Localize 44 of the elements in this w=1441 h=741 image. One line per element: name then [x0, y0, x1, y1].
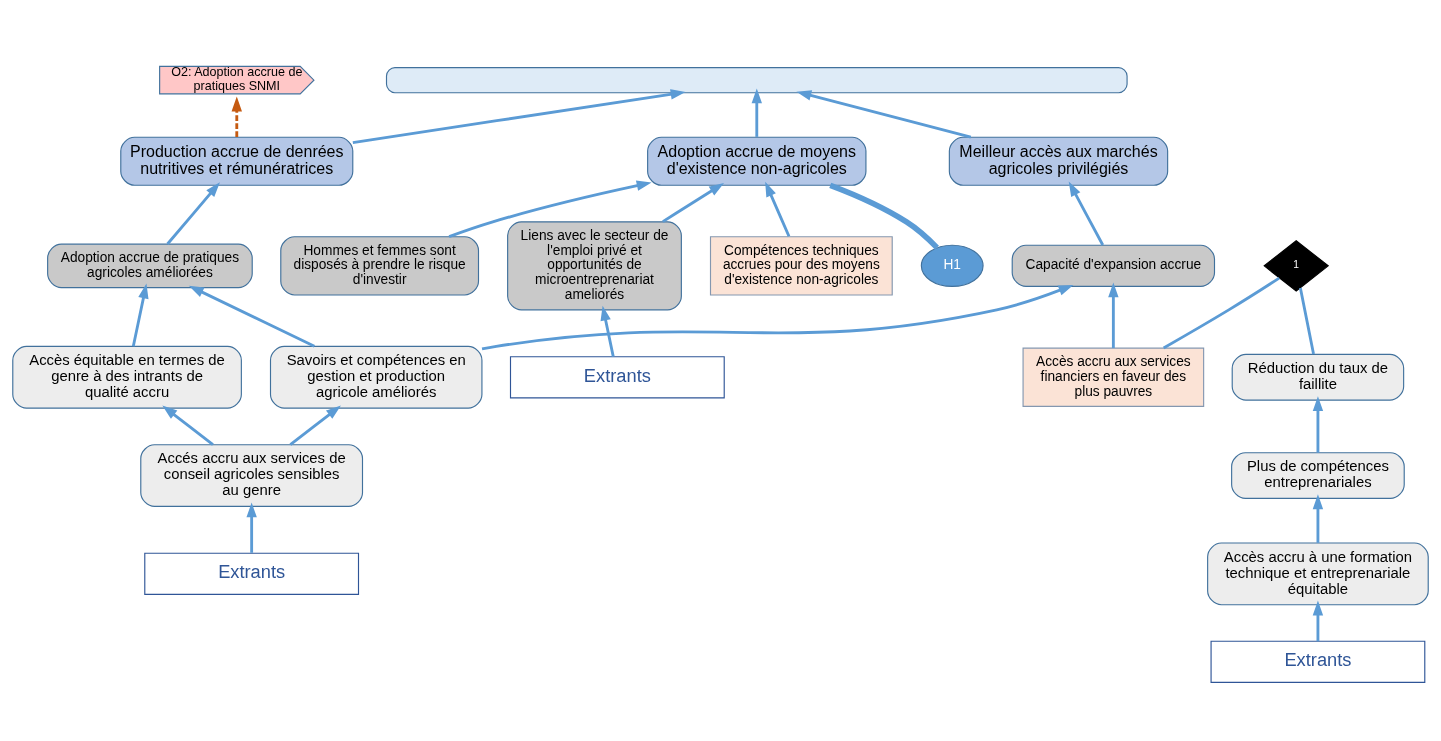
- node-box: Extrants: [509, 355, 725, 398]
- node-box: Savoirs et compétences en gestion et production agricole améliorés: [269, 345, 483, 409]
- node-box: Accès accru à une formation technique et entreprenariale équitable: [1207, 541, 1429, 605]
- arrow: [352, 88, 686, 144]
- node-box: [385, 66, 1128, 93]
- node-box: Accés accru aux services de conseil agricoles sensibles au genre: [140, 443, 364, 507]
- node-box: Réduction du taux de faillite: [1231, 353, 1405, 401]
- arrow: [1312, 395, 1324, 453]
- node-box: Extrants: [1210, 640, 1426, 683]
- node-box: Adoption accrue de pratiques agricoles améliorées: [47, 243, 253, 288]
- arrow: [600, 305, 615, 357]
- arrow: [162, 405, 214, 446]
- arrow: [481, 284, 1074, 350]
- node-box: Liens avec le secteur de l'emploi privé et opportunités de microentreprenariat ameliorés: [507, 220, 682, 310]
- node-box: Compétences techniques accrues pour des moyens d'existence non-agricoles: [709, 235, 893, 296]
- arrow: [166, 181, 220, 245]
- node-box: Accès équitable en termes de genre à des intrants de qualité accru: [12, 345, 242, 409]
- arrow: [751, 87, 762, 137]
- arrow: [289, 405, 341, 446]
- node-box: Adoption accrue de moyens d'existence non-agricoles: [647, 136, 867, 186]
- arrow: [1312, 600, 1324, 641]
- node-diamond: 1: [1263, 239, 1330, 292]
- arrow: [1108, 281, 1119, 348]
- node-box: Production accrue de denrées nutritives et rémunératrices: [120, 136, 354, 186]
- connector: [829, 182, 939, 250]
- node-box: Extrants: [144, 552, 360, 595]
- arrow: [448, 180, 652, 238]
- arrow: [662, 182, 725, 223]
- node-box: Accès accru aux services financiers en faveur des plus pauvres: [1022, 347, 1205, 407]
- arrow: [1068, 181, 1105, 246]
- arrow: [131, 283, 149, 347]
- arrow: [246, 501, 257, 553]
- node-box: Plus de compétences entreprenariales: [1231, 451, 1405, 499]
- arrow: [796, 89, 972, 139]
- arrow: [188, 285, 315, 348]
- node-box: Capacité d'expansion accrue: [1011, 244, 1216, 287]
- node-ellipse: H1: [920, 244, 984, 287]
- arrow: [231, 96, 242, 137]
- connector: [1162, 276, 1280, 349]
- node-box: Meilleur accès aux marchés agricoles privilégiés: [948, 136, 1169, 186]
- arrow: [1312, 493, 1324, 543]
- connector: [1299, 287, 1315, 354]
- node-box: Hommes et femmes sont disposés à prendre le risque d'investir: [280, 235, 480, 296]
- arrow: [765, 181, 791, 237]
